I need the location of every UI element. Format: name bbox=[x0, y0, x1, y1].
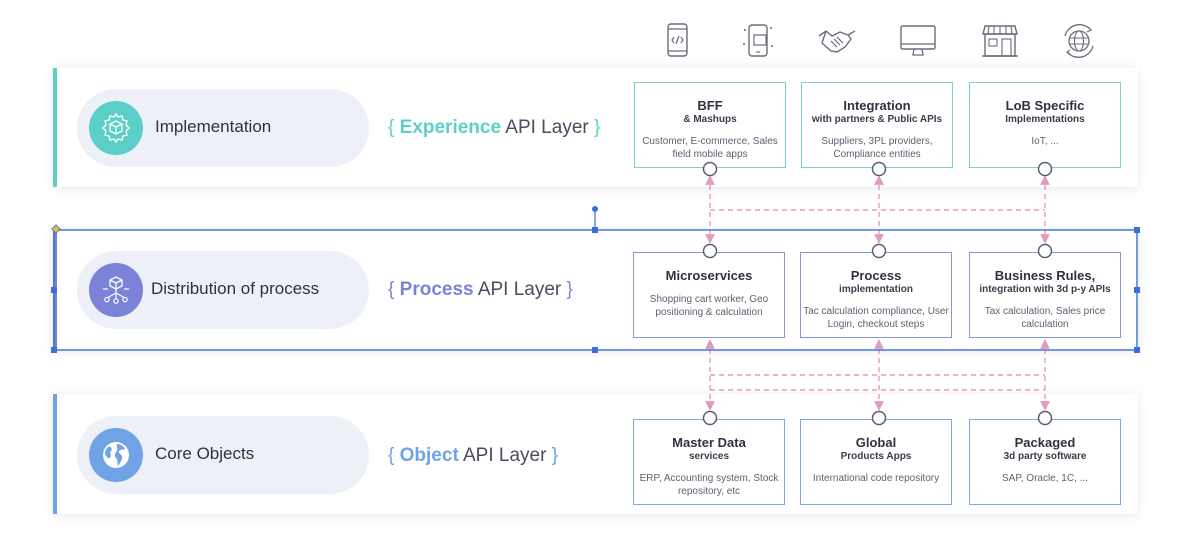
box-description: Customer, E-commerce, Sales field mobile… bbox=[642, 136, 778, 160]
box-description: International code repository bbox=[812, 473, 940, 484]
mobile-code-icon bbox=[665, 22, 691, 65]
resize-handle-left[interactable] bbox=[51, 287, 57, 293]
object-accent-bar bbox=[53, 394, 57, 514]
port-bff-bottom[interactable] bbox=[702, 161, 718, 177]
box-title: Packaged bbox=[1014, 435, 1076, 450]
brace-close: } bbox=[566, 279, 573, 300]
layer-suffix: API Layer bbox=[458, 445, 547, 466]
distribution-pill: Distribution of process bbox=[77, 251, 369, 329]
brace-open: { bbox=[388, 279, 395, 300]
box-subtitle: integration with 3d p-y APIs bbox=[979, 284, 1111, 295]
core-objects-title: Core Objects bbox=[155, 444, 255, 463]
resize-handle-bottom[interactable] bbox=[592, 347, 598, 353]
storefront-icon bbox=[981, 22, 1019, 65]
layer-suffix: API Layer bbox=[473, 279, 562, 300]
port-process-top[interactable] bbox=[871, 243, 887, 259]
globe-icon bbox=[89, 428, 143, 482]
port-integration-bottom[interactable] bbox=[871, 161, 887, 177]
lob-specific-box: LoB Specific Implementations IoT, ... bbox=[969, 82, 1121, 168]
box-title: Integration bbox=[843, 98, 911, 113]
integration-box: Integration with partners & Public APIs … bbox=[801, 82, 953, 168]
box-title: Microservices bbox=[665, 268, 753, 283]
brace-close: } bbox=[594, 117, 601, 138]
box-subtitle: implementation bbox=[839, 284, 913, 295]
layer-suffix: API Layer bbox=[501, 117, 589, 138]
process-highlight: Process bbox=[399, 279, 474, 300]
box-description: Tax calculation, Sales price calculation bbox=[984, 306, 1106, 330]
corner-diamond-handle[interactable] bbox=[51, 224, 61, 234]
master-data-box: Master Data services ERP, Accounting sys… bbox=[633, 419, 785, 505]
resize-handle-top[interactable] bbox=[592, 227, 598, 233]
box-description: Suppliers, 3PL providers, Compliance ent… bbox=[821, 136, 933, 160]
implementation-pill: Implementation bbox=[77, 89, 369, 167]
experience-highlight: Experience bbox=[399, 117, 502, 138]
box-subtitle: & Mashups bbox=[683, 114, 737, 125]
object-highlight: Object bbox=[399, 445, 459, 466]
box-subtitle: Implementations bbox=[1005, 114, 1085, 125]
resize-handle-bottom-right[interactable] bbox=[1134, 347, 1140, 353]
process-layer-title: { Process API Layer } bbox=[388, 279, 573, 301]
box-title: Global bbox=[855, 435, 897, 450]
box-title: Process bbox=[850, 268, 902, 283]
port-rules-top[interactable] bbox=[1037, 243, 1053, 259]
cube-gear-icon bbox=[89, 101, 143, 155]
network-box-icon bbox=[89, 263, 143, 317]
port-lob-bottom[interactable] bbox=[1037, 161, 1053, 177]
resize-handle-bottom-left[interactable] bbox=[51, 347, 57, 353]
brace-close: } bbox=[551, 445, 559, 466]
handshake-icon bbox=[817, 22, 857, 65]
brace-open: { bbox=[388, 445, 395, 466]
connector-lines bbox=[705, 175, 1050, 411]
connector-ports bbox=[702, 161, 1053, 426]
packaged-box: Packaged 3d party software SAP, Oracle, … bbox=[969, 419, 1121, 505]
box-subtitle: services bbox=[688, 451, 730, 462]
port-micro-top[interactable] bbox=[702, 243, 718, 259]
distribution-title: Distribution of process bbox=[151, 279, 320, 298]
port-packaged-top[interactable] bbox=[1037, 410, 1053, 426]
core-objects-pill: Core Objects bbox=[77, 416, 369, 494]
resize-handle-top-right[interactable] bbox=[1134, 227, 1140, 233]
microservices-box: Microservices Shopping cart worker, Geo … bbox=[633, 252, 785, 338]
rotation-handle[interactable] bbox=[592, 206, 598, 212]
experience-accent-bar bbox=[53, 68, 57, 187]
monitor-icon bbox=[899, 22, 937, 65]
box-description: IoT, ... bbox=[1031, 136, 1059, 147]
selection-outline bbox=[53, 229, 1138, 351]
box-subtitle: with partners & Public APIs bbox=[811, 114, 943, 125]
box-title: BFF bbox=[697, 98, 723, 113]
box-description: ERP, Accounting system, Stock repository… bbox=[639, 473, 779, 497]
process-implementation-box: Process implementation Tac calculation c… bbox=[800, 252, 952, 338]
brace-open: { bbox=[388, 117, 395, 138]
global-products-box: Global Products Apps International code … bbox=[800, 419, 952, 505]
globe-refresh-icon bbox=[1060, 22, 1098, 65]
box-title: LoB Specific bbox=[1005, 98, 1085, 113]
box-title: Master Data bbox=[672, 435, 746, 450]
box-description: Tac calculation compliance, User Login, … bbox=[803, 306, 949, 330]
box-subtitle: Products Apps bbox=[840, 451, 912, 462]
box-description: Shopping cart worker, Geo positioning & … bbox=[649, 294, 769, 318]
box-description: SAP, Oracle, 1C, ... bbox=[1002, 473, 1088, 484]
resize-handle-right[interactable] bbox=[1134, 287, 1140, 293]
box-title: Business Rules, bbox=[994, 268, 1096, 283]
object-layer-title: { Object API Layer } bbox=[388, 445, 558, 467]
port-global-top[interactable] bbox=[871, 410, 887, 426]
box-subtitle: 3d party software bbox=[1003, 451, 1087, 462]
selection-frame[interactable] bbox=[51, 206, 1140, 353]
mobile-app-icon bbox=[741, 22, 775, 65]
experience-layer-title: { Experience API Layer } bbox=[388, 117, 600, 139]
port-master-top[interactable] bbox=[702, 410, 718, 426]
implementation-title: Implementation bbox=[155, 117, 272, 136]
